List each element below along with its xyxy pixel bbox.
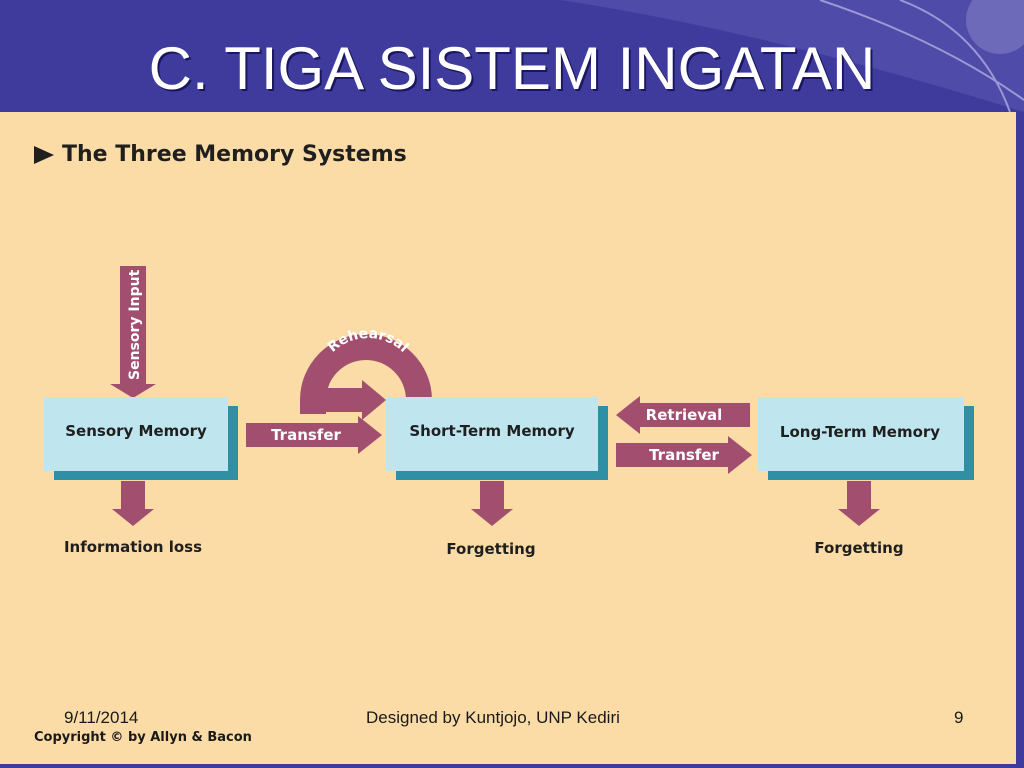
- diagram-subtitle: The Three Memory Systems: [34, 142, 407, 167]
- right-border: [1016, 112, 1024, 768]
- information-loss-label: Information loss: [64, 538, 202, 556]
- sensory-memory-box: Sensory Memory: [44, 397, 238, 480]
- bottom-border: [0, 764, 1024, 768]
- long-term-forgetting-label: Forgetting: [814, 539, 903, 557]
- slide-header: [0, 0, 1024, 112]
- copyright-notice: Copyright © by Allyn & Bacon: [34, 730, 252, 745]
- long-term-forgetting-arrow: [838, 481, 880, 526]
- transfer-arrow-2: Transfer: [616, 436, 752, 474]
- subtitle-text: The Three Memory Systems: [62, 142, 407, 167]
- footer-credit: Designed by Kuntjojo, UNP Kediri: [366, 708, 620, 727]
- sensory-input-label: Sensory Input: [127, 269, 143, 380]
- memory-diagram: Sensory Input Sensory Memory Transfer Re…: [44, 266, 974, 558]
- page-number: 9: [954, 708, 964, 727]
- transfer-label-1: Transfer: [271, 426, 341, 444]
- sensory-memory-label: Sensory Memory: [65, 422, 207, 440]
- transfer-label-2: Transfer: [649, 446, 719, 464]
- header-decoration: [560, 0, 1024, 112]
- sensory-input-arrow: Sensory Input: [110, 266, 156, 398]
- short-term-memory-box: Short-Term Memory: [386, 397, 608, 480]
- long-term-memory-box: Long-Term Memory: [758, 397, 974, 480]
- retrieval-arrow: Retrieval: [616, 396, 750, 434]
- long-term-memory-label: Long-Term Memory: [780, 423, 940, 441]
- short-term-forgetting-label: Forgetting: [446, 540, 535, 558]
- transfer-arrow-1: Transfer: [246, 416, 382, 454]
- retrieval-label: Retrieval: [646, 406, 723, 424]
- short-term-forgetting-arrow: [471, 481, 513, 526]
- rehearsal-loop: Rehearsal: [300, 326, 432, 420]
- triangle-bullet-icon: [34, 146, 54, 164]
- information-loss-arrow: [112, 481, 154, 526]
- short-term-memory-label: Short-Term Memory: [409, 422, 574, 440]
- footer-date: 9/11/2014: [64, 708, 139, 727]
- slide-title: C. TIGA SISTEM INGATAN: [148, 35, 876, 102]
